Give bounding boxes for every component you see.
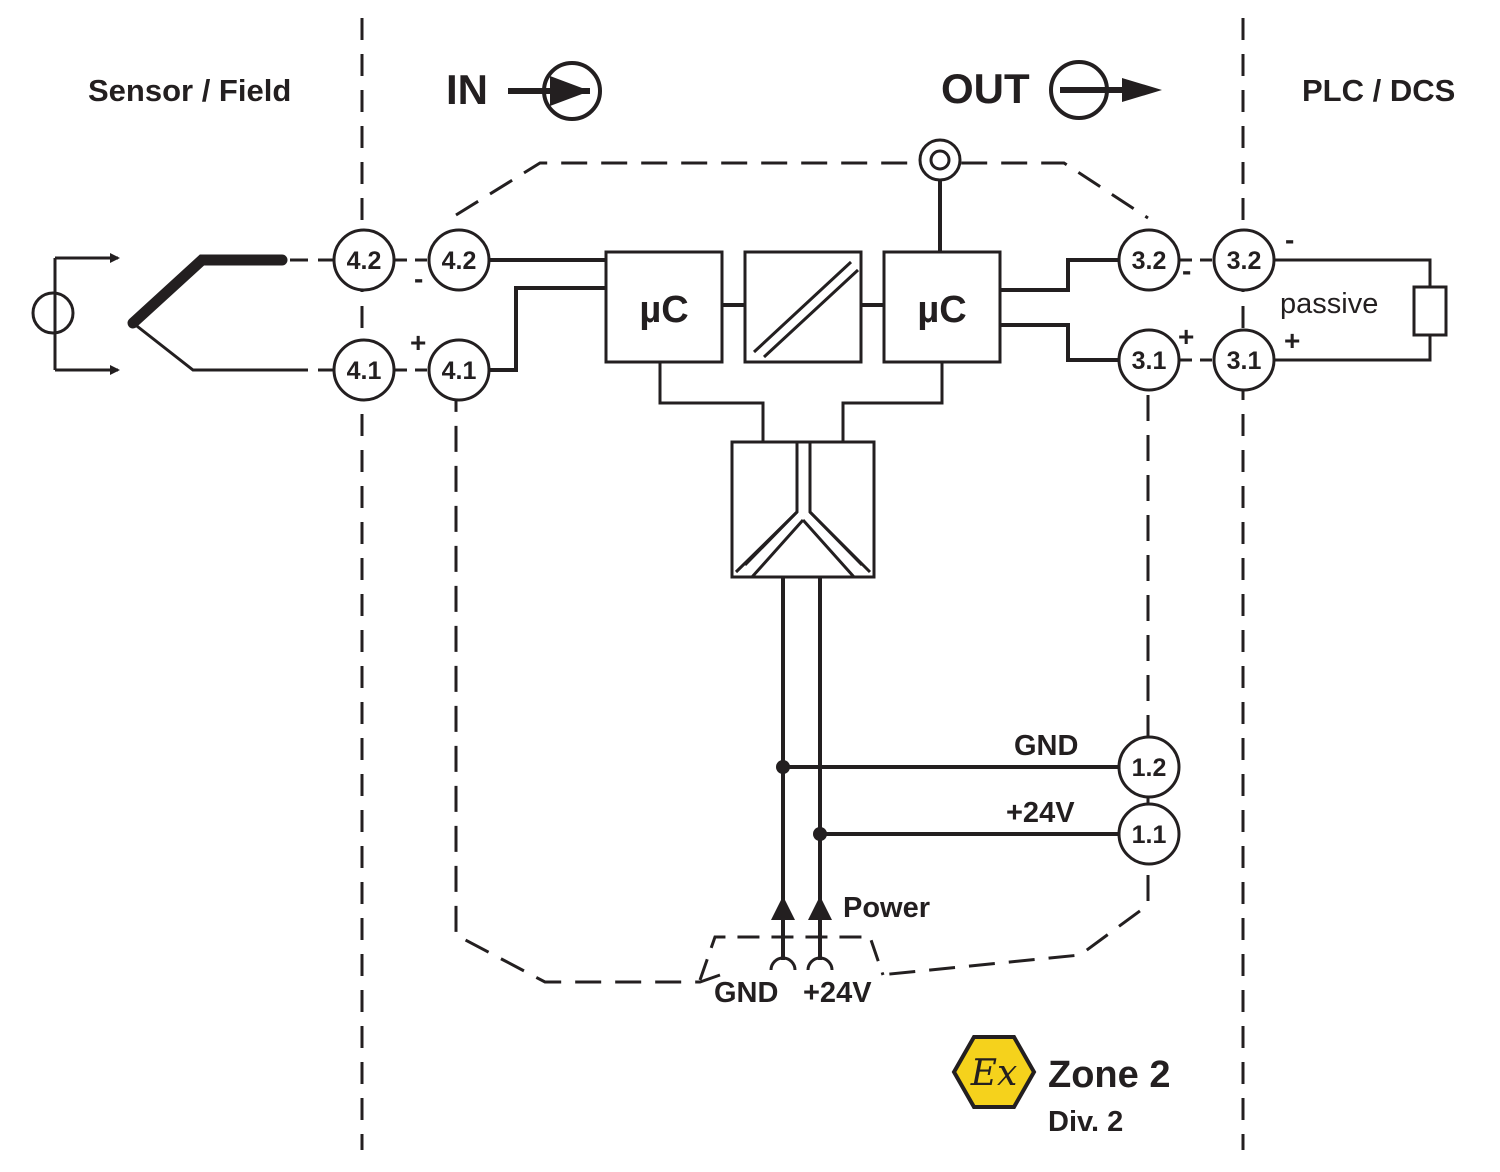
terminal-power-1-1: 1.1 xyxy=(1117,802,1181,866)
terminal-label: 4.1 xyxy=(347,357,382,385)
terminal-field-4-1: 4.1 xyxy=(332,338,396,402)
uc-right-block xyxy=(882,250,1002,364)
ex-symbol-text: Ex xyxy=(970,1053,1018,1094)
uc-left-label: µC xyxy=(639,289,688,331)
terminal-label: 3.2 xyxy=(1227,247,1262,275)
plus-plc-sign: + xyxy=(1284,325,1300,356)
power-label: Power xyxy=(843,892,930,924)
gnd-right-label: GND xyxy=(1014,730,1078,762)
terminal-label: 1.1 xyxy=(1132,821,1167,849)
power-supply-block xyxy=(730,440,876,579)
minus-in-sign: - xyxy=(414,263,423,294)
terminal-label: 4.1 xyxy=(442,357,477,385)
sensor-field-label: Sensor / Field xyxy=(88,73,291,108)
minus-plc-sign: - xyxy=(1285,224,1294,255)
ex-hazard-icon: Ex xyxy=(951,1035,1037,1109)
terminal-label: 4.2 xyxy=(442,247,477,275)
passive-load-icon xyxy=(1273,258,1448,362)
terminal-out-3-2: 3.2 xyxy=(1117,228,1181,292)
plc-dcs-label: PLC / DCS xyxy=(1302,73,1455,108)
isolation-block xyxy=(743,250,863,364)
plus-out-sign: + xyxy=(1178,321,1194,352)
terminal-plc-3-1: 3.1 xyxy=(1212,328,1276,392)
plus-in-sign: + xyxy=(410,327,426,358)
gnd-bottom-label: GND xyxy=(714,977,778,1009)
config-port-icon xyxy=(918,138,962,252)
out-label: OUT xyxy=(941,65,1030,112)
uc-right-label: µC xyxy=(917,289,966,331)
v24-bottom-label: +24V xyxy=(803,977,872,1009)
housing-outline xyxy=(454,161,1150,984)
minus-out-sign: - xyxy=(1182,255,1191,286)
passive-label: passive xyxy=(1280,288,1378,320)
terminal-in-4-1: 4.1 xyxy=(427,338,491,402)
terminal-in-4-2: 4.2 xyxy=(427,228,491,292)
thermocouple-icon xyxy=(31,253,290,375)
terminal-plc-3-2: 3.2 xyxy=(1212,228,1276,292)
terminal-label: 4.2 xyxy=(347,247,382,275)
div-label: Div. 2 xyxy=(1048,1106,1123,1138)
out-arrow-icon xyxy=(1049,60,1162,120)
terminal-label: 3.1 xyxy=(1132,347,1167,375)
terminal-label: 1.2 xyxy=(1132,754,1167,782)
in-arrow-icon xyxy=(508,61,602,121)
terminal-power-1-2: 1.2 xyxy=(1117,735,1181,799)
in-label: IN xyxy=(446,66,488,113)
uc-left-block xyxy=(604,250,724,364)
zone-label: Zone 2 xyxy=(1048,1054,1170,1096)
terminal-label: 3.1 xyxy=(1227,347,1262,375)
power-bus-connector-icon xyxy=(698,935,885,981)
v24-right-label: +24V xyxy=(1006,797,1075,829)
terminal-field-4-2: 4.2 xyxy=(332,228,396,292)
terminal-out-3-1: 3.1 xyxy=(1117,328,1181,392)
terminal-label: 3.2 xyxy=(1132,247,1167,275)
